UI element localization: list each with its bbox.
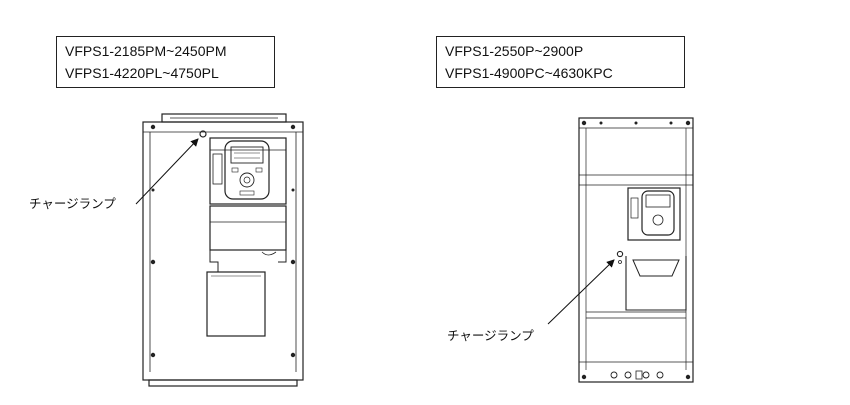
main-body bbox=[578, 117, 694, 383]
keypad bbox=[641, 190, 675, 236]
control-area bbox=[627, 187, 681, 241]
lower-opening bbox=[625, 256, 687, 311]
model-range-line-2: VFPS1-4220PL~4750PL bbox=[65, 65, 219, 81]
charge-lamp-label-right: チャージランプ bbox=[447, 328, 534, 343]
keypad bbox=[224, 140, 270, 200]
charge-lamp bbox=[199, 130, 207, 138]
model-range-line-1: VFPS1-2550P~2900P bbox=[445, 43, 584, 59]
inverter-unit-right bbox=[578, 117, 694, 383]
keypad-dial bbox=[239, 172, 255, 188]
bottom-flange bbox=[148, 379, 298, 387]
model-range-line-1: VFPS1-2185PM~2450PM bbox=[65, 43, 227, 59]
middle-panel bbox=[209, 205, 287, 251]
model-range-line-2: VFPS1-4900PC~4630KPC bbox=[445, 65, 613, 81]
keypad-display bbox=[645, 194, 671, 208]
keypad-display bbox=[230, 146, 264, 164]
charge-lamp-arrow-right bbox=[547, 259, 615, 325]
charge-lamp bbox=[616, 250, 624, 258]
model-range-box-left: VFPS1-2185PM~2450PM VFPS1-4220PL~4750PL bbox=[56, 36, 275, 88]
keypad-dial bbox=[652, 214, 664, 226]
charge-lamp-arrow-left bbox=[135, 138, 199, 205]
lower-cover bbox=[632, 259, 680, 277]
control-area bbox=[209, 137, 287, 205]
charge-lamp-label-left: チャージランプ bbox=[29, 196, 116, 211]
model-range-box-right: VFPS1-2550P~2900P VFPS1-4900PC~4630KPC bbox=[436, 36, 685, 88]
inverter-unit-left bbox=[142, 113, 304, 387]
main-body bbox=[142, 121, 304, 381]
lower-cover bbox=[206, 271, 266, 337]
